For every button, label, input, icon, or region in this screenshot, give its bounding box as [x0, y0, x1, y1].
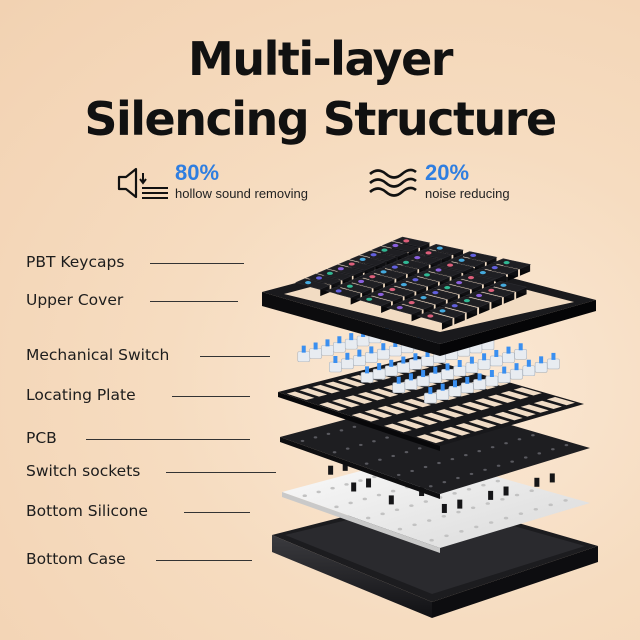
- label-pbt-keycaps: PBT Keycaps: [26, 253, 125, 271]
- label-mechanical-switch: Mechanical Switch: [26, 346, 170, 364]
- label-upper-cover: Upper Cover: [26, 291, 124, 309]
- stat-value: 80%: [175, 160, 220, 185]
- title-line-1: Multi-layer: [188, 32, 453, 86]
- stat-description: hollow sound removing: [175, 186, 308, 201]
- bottom-silicone: [282, 455, 590, 553]
- leader-line: [156, 560, 252, 561]
- stat-description: noise reducing: [425, 186, 510, 201]
- label-bottom-case: Bottom Case: [26, 550, 126, 568]
- title-line-2: Silencing Structure: [84, 92, 557, 146]
- stat-hollow-sound: 80% hollow sound removing: [175, 160, 308, 202]
- label-pcb: PCB: [26, 429, 57, 447]
- leader-line: [184, 512, 250, 513]
- leader-line: [86, 439, 250, 440]
- sound-waves-icon: [369, 168, 417, 197]
- leader-line: [150, 263, 244, 264]
- leader-line: [150, 301, 238, 302]
- label-locating-plate: Locating Plate: [26, 386, 136, 404]
- leader-line: [200, 356, 270, 357]
- label-bottom-silicone: Bottom Silicone: [26, 502, 148, 520]
- speaker-mute-icon: [117, 167, 168, 199]
- leader-line: [166, 472, 276, 473]
- label-switch-sockets: Switch sockets: [26, 462, 141, 480]
- leader-line: [172, 396, 250, 397]
- stat-noise-reducing: 20% noise reducing: [425, 160, 510, 202]
- pbt-keycaps: [294, 236, 532, 330]
- stat-value: 20%: [425, 160, 470, 185]
